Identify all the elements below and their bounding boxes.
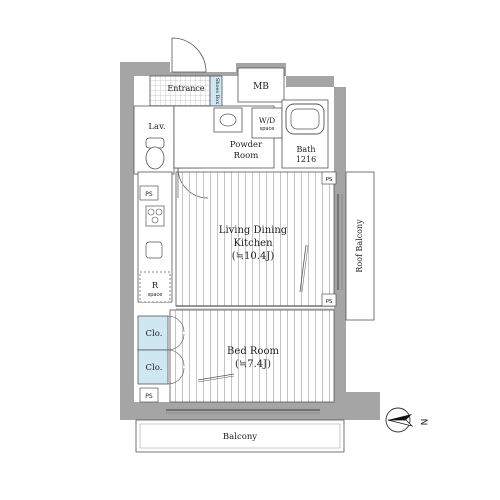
wd-space-label: space <box>260 126 275 132</box>
compass-n-label: N <box>418 419 428 426</box>
labels: Entrance Shoes Box MB Lav. W/D space Pow… <box>145 78 428 442</box>
mb-label: MB <box>253 82 269 92</box>
wd-label: W/D <box>259 116 275 125</box>
closet-1 <box>137 315 169 351</box>
ps-box <box>321 171 337 185</box>
toilet-tank <box>145 137 165 149</box>
closet-2 <box>137 349 169 385</box>
stove-icon <box>145 205 165 227</box>
r-space-label: space <box>148 292 163 298</box>
closet-1-label: Clo. <box>146 329 163 339</box>
toilet-bowl <box>145 146 165 170</box>
ldk-size-label: (≒10.4J) <box>232 251 275 262</box>
bath-label: Bath <box>296 145 315 154</box>
shoes-box-label: Shoes Box <box>214 78 220 104</box>
bedroom-label: Bed Room <box>227 346 279 357</box>
ps-box <box>139 185 159 201</box>
r-label: R <box>152 281 159 291</box>
roof-balcony-label: Roof Balcony <box>355 219 364 273</box>
bedroom-size-label: (≒7.4J) <box>235 359 271 370</box>
ps-label: PS <box>145 393 153 400</box>
powder-room-label: Room <box>234 151 259 161</box>
closet-2-label: Clo. <box>146 363 163 373</box>
sink-icon <box>145 241 163 259</box>
roof-balcony <box>337 171 375 321</box>
ldk-floor <box>175 171 335 307</box>
mb-box <box>237 67 285 103</box>
ps-box <box>139 387 159 403</box>
bedroom-area <box>137 293 337 414</box>
ps-label: PS <box>326 299 333 305</box>
kitchen-label: Kitchen <box>233 238 273 249</box>
lav-label: Lav. <box>148 122 165 132</box>
powder-label: Powder <box>230 140 263 150</box>
compass <box>385 407 414 433</box>
bath-size-label: 1216 <box>296 155 316 164</box>
ldk-label: Living Dining <box>219 225 288 236</box>
ps-box <box>321 293 337 307</box>
north-arrow-icon <box>388 414 412 420</box>
r-space <box>139 271 171 303</box>
bedroom-floor <box>169 309 335 403</box>
wet-area <box>133 99 329 199</box>
ps-label: PS <box>326 177 333 183</box>
balcony-label: Balcony <box>223 432 257 442</box>
entrance-label: Entrance <box>167 84 204 93</box>
balcony <box>135 419 345 453</box>
ps-label: PS <box>145 191 153 198</box>
ldk-area <box>137 171 337 310</box>
entrance-door <box>171 37 207 73</box>
